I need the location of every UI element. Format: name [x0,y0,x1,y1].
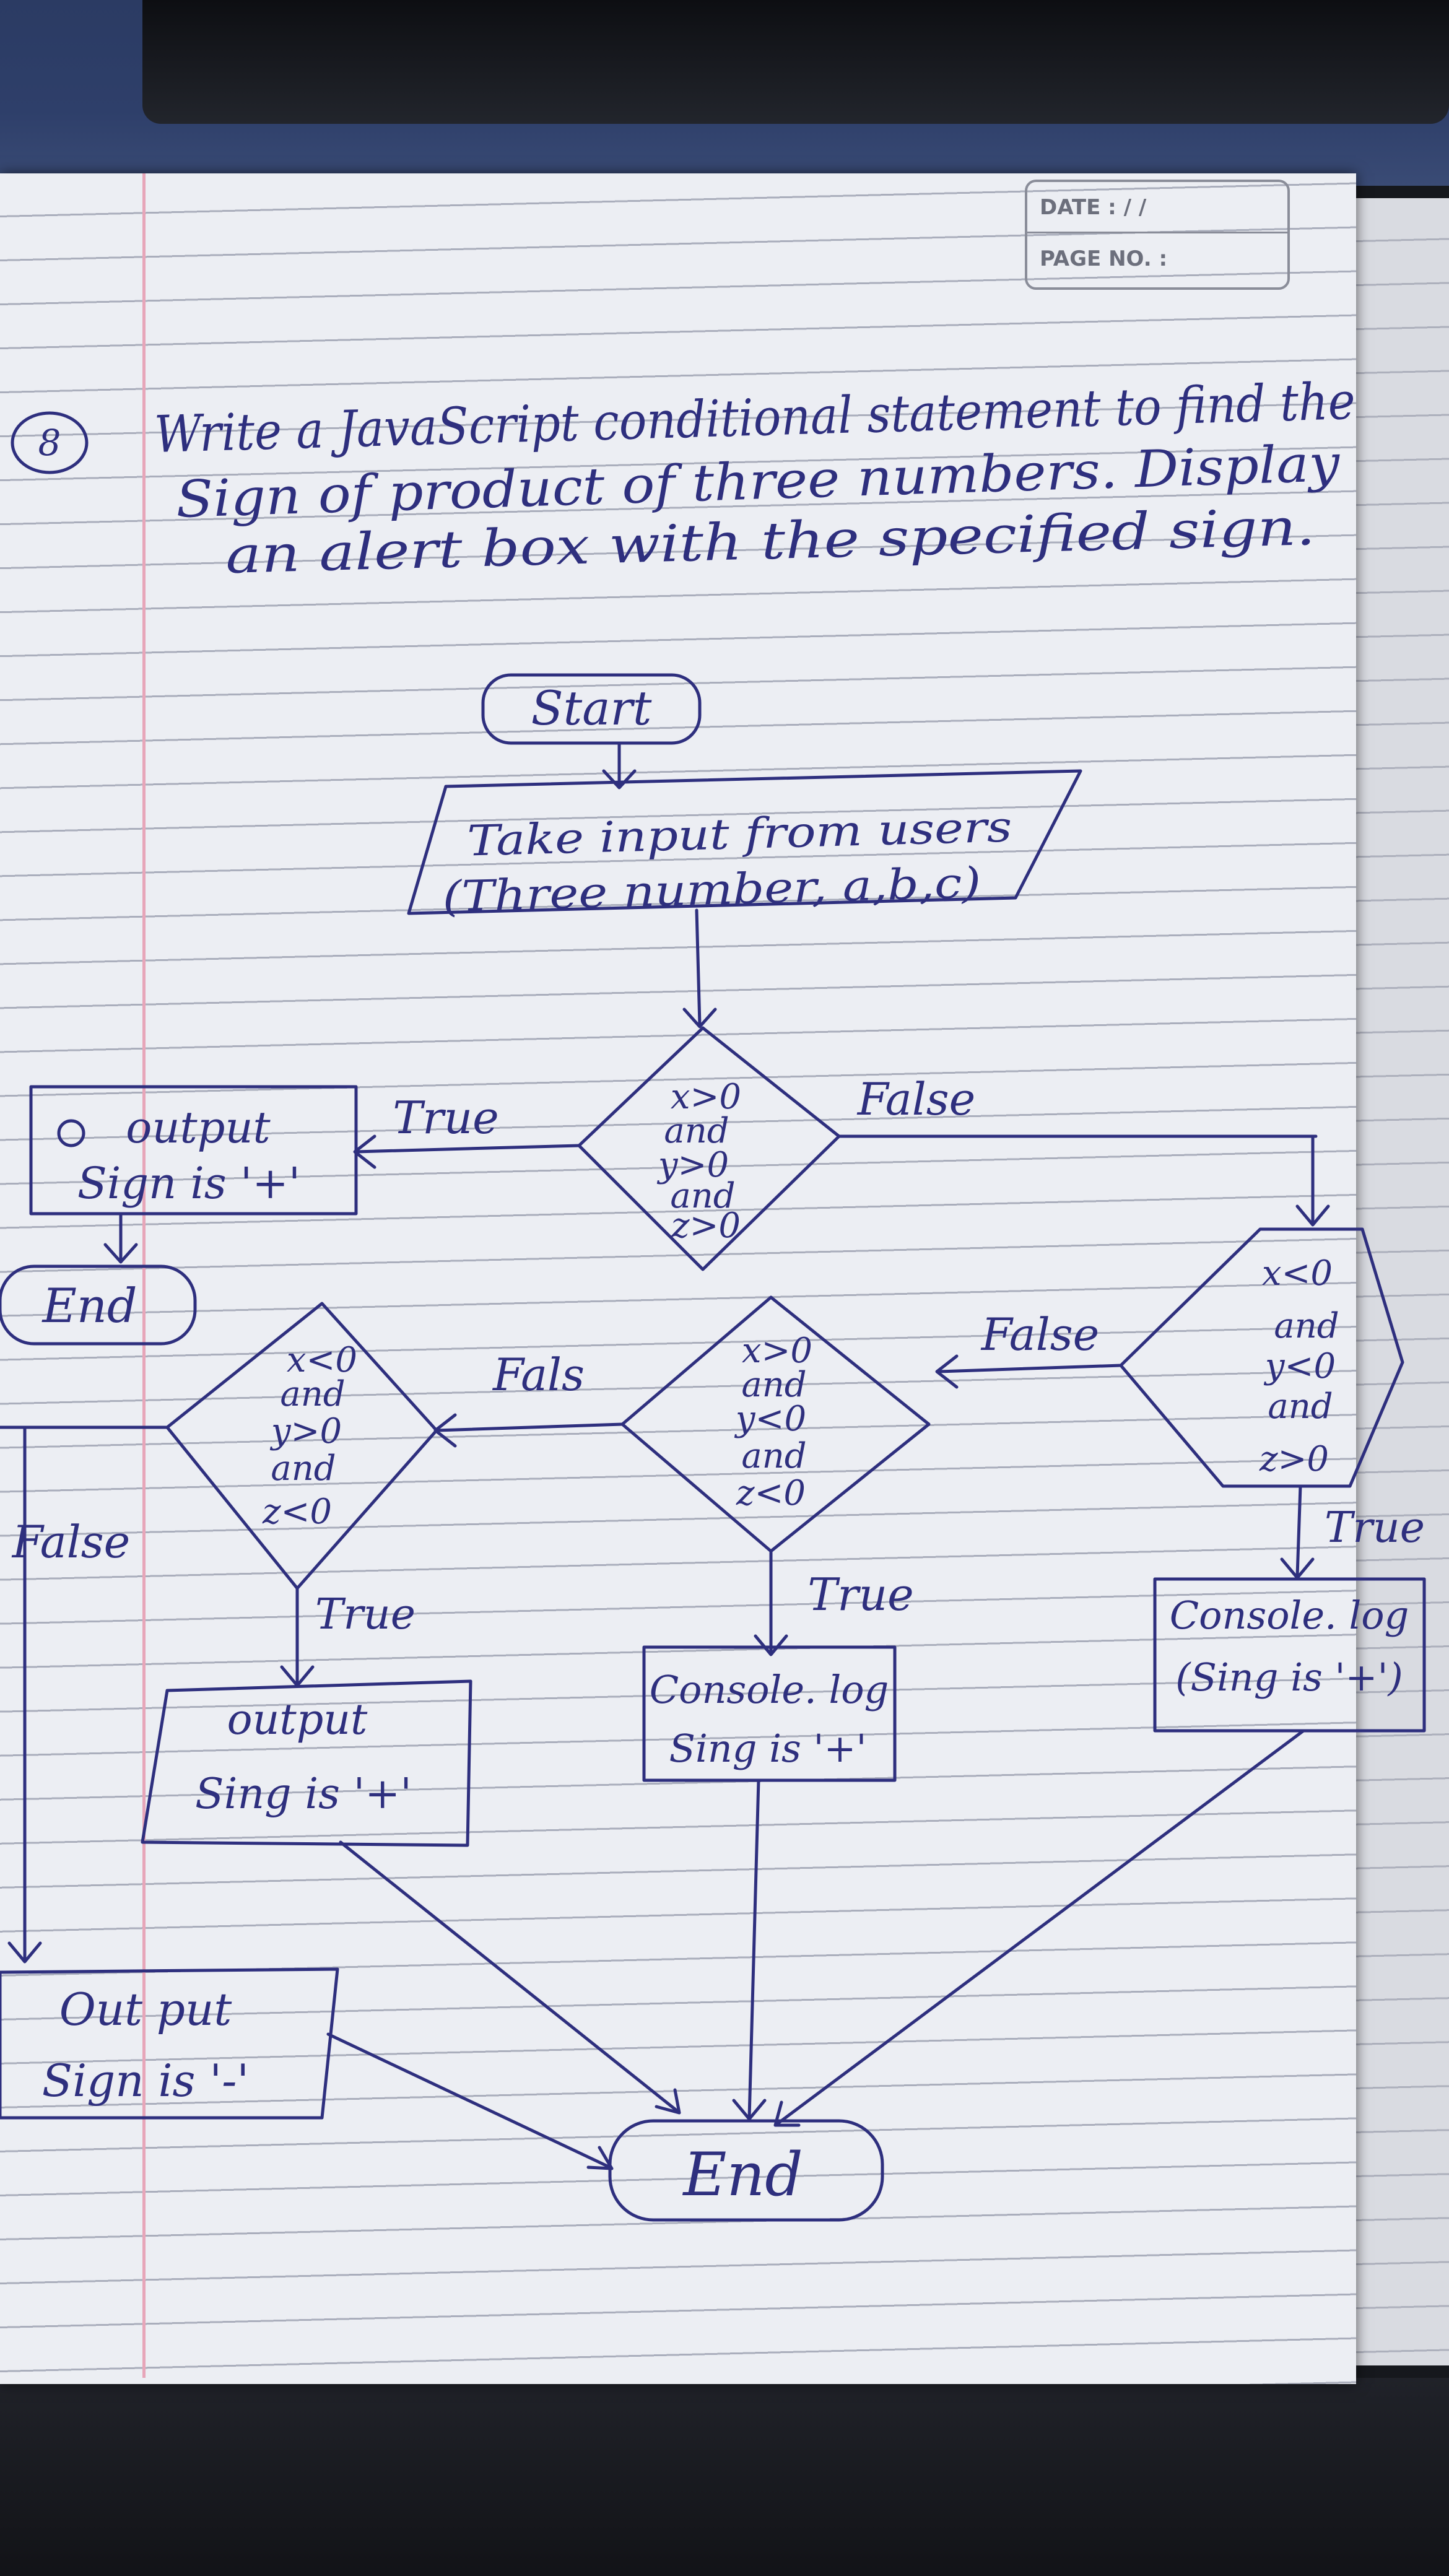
arrow-out4-end [339,1840,680,2113]
arrow-d2-false [936,1364,1123,1373]
d4-false-label: False [11,1516,131,1568]
decision-1-line-2: and [664,1111,729,1151]
question: 8 Write a JavaScript conditional stateme… [11,372,1356,585]
output-box-4 [141,1679,472,1847]
arrowhead [682,1007,717,1029]
decision-3-line-1: x>0 [742,1331,812,1371]
background-bottom [0,2378,1449,2576]
end-main-label: End [682,2140,803,2209]
d2-false-label: False [980,1308,1100,1360]
arrow-mid-end [747,1778,760,2120]
input-line-2: (Three number, a,b,c) [442,859,982,922]
arrowhead [1295,1204,1330,1227]
arrowhead [602,769,637,790]
arrowhead [935,1354,959,1389]
decision-4-line-3: y>0 [269,1411,342,1451]
decision-3-line-5: z<0 [736,1473,806,1513]
output-4-line-2: Sing is '+' [195,1770,412,1819]
arrowhead [586,2146,614,2170]
arrow-d1-true [354,1144,581,1154]
margin-line [142,173,146,2378]
arrow-d2-true [1295,1484,1302,1578]
input-line-1: Take input from users [467,803,1013,866]
arrow-right-end [775,1729,1305,2126]
d1-false-label: False [856,1073,976,1125]
output-negative-box [0,1967,339,2120]
decision-2-line-3: y<0 [1263,1346,1336,1386]
arrowhead [7,1941,42,1964]
arrowhead [103,1243,138,1264]
output-4-line-1: output [227,1695,368,1744]
console-log-mid-line-1: Console. log [650,1667,889,1712]
arrowhead [773,2100,801,2127]
decision-3-line-2: and [741,1365,806,1405]
arrow-d3-false [435,1422,624,1432]
decision-4-line-4: and [271,1448,336,1489]
console-log-right-line-1: Console. log [1170,1593,1409,1638]
input-box [407,769,1082,915]
start-terminal [481,673,702,745]
d1-true-label: True [393,1092,498,1144]
end-terminal-main [608,2119,884,2222]
d4-true-label: True [315,1590,416,1639]
decision-1-line-4: and [670,1176,735,1216]
decision-1-line-3: y>0 [656,1145,729,1185]
date-page-box: DATE : / / PAGE NO. : [1025,180,1290,290]
decision-3-line-4: and [741,1436,806,1476]
decision-3-text: x>0 and y<0 and z<0 [734,1331,812,1513]
decision-1 [577,1026,841,1271]
decision-2-line-4: and [1268,1386,1333,1427]
decision-4-line-1: x<0 [287,1340,357,1380]
console-log-right-line-2: (Sing is '+') [1175,1655,1403,1700]
question-number: 8 [38,422,61,464]
start-label: Start [531,681,652,736]
page-no-label: PAGE NO. : [1040,246,1168,271]
date-label: DATE : / / [1027,182,1287,233]
bullet-mark [57,1119,85,1147]
end-small-label: End [41,1278,137,1333]
output-box-1 [29,1085,358,1216]
console-log-mid-line-2: Sing is '+' [669,1726,866,1771]
arrowhead [732,2099,767,2121]
d3-true-label: True [807,1569,913,1621]
decision-3-line-3: y<0 [734,1399,806,1439]
question-number-circle [11,411,89,474]
decision-1-line-1: x>0 [671,1077,741,1117]
decision-2-line-2: and [1274,1306,1339,1346]
decision-2-line-1: x<0 [1262,1253,1333,1294]
arrow-input-cond1 [695,908,702,1027]
decision-4-line-2: and [280,1374,345,1414]
decision-4-line-5: z<0 [262,1492,332,1532]
d2-true-label: True [1325,1503,1425,1552]
decision-1-line-5: z>0 [671,1206,741,1246]
d3-false-label: Fals [492,1349,585,1401]
decision-2-line-5: z>0 [1259,1439,1329,1479]
notebook-binder [142,0,1449,124]
output-negative-line-1: Out put [59,1983,233,2035]
next-page-edge [1356,198,1449,2365]
decision-1-text: x>0 and y>0 and z>0 [656,1077,741,1246]
background-top [0,0,1449,186]
output-1-line-1: output [126,1102,271,1153]
decision-4-text: x<0 and y>0 and z<0 [262,1340,357,1532]
notebook-page [0,173,1356,2384]
arrow-neg-end [326,2032,612,2169]
arrowhead [655,2088,681,2115]
console-log-right-box [1153,1577,1426,1733]
output-negative-line-2: Sign is '-' [42,2055,249,2107]
arrowhead [754,1634,788,1656]
decision-2-text: x<0 and y<0 and z>0 [1259,1253,1339,1479]
console-log-mid-box [642,1645,897,1782]
output-1-line-2: Sign is '+' [77,1158,300,1209]
end-terminal-small [0,1264,197,1346]
